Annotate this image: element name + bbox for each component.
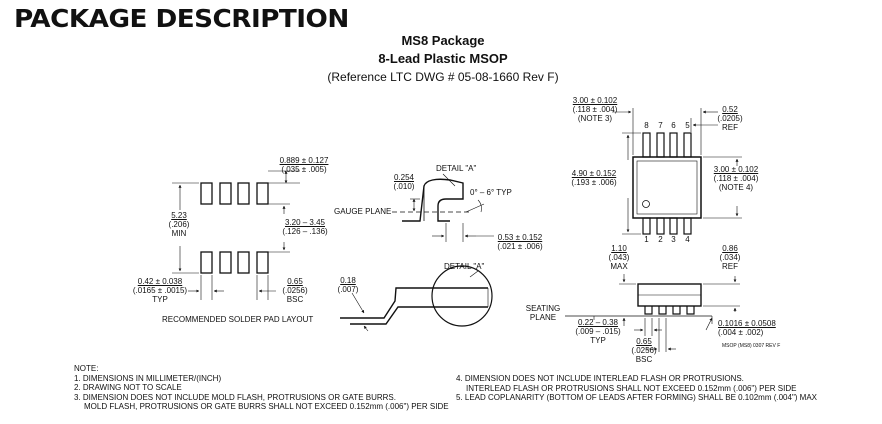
lead-thickness-mm: 0.254: [393, 173, 415, 182]
standoff-mm: 0.1016 ± 0.0508: [718, 319, 776, 328]
package-height-mm: 1.10: [611, 244, 627, 253]
lead-angle: 0° – 6° TYP: [470, 188, 512, 197]
seating-plane-label: SEATING PLANE: [520, 304, 566, 322]
body-width-dim: 3.00 ± 0.102 (.118 ± .004) (NOTE 3): [566, 96, 624, 123]
side-pitch-in: (.0256): [631, 346, 657, 355]
note-3: 3. DIMENSION DOES NOT INCLUDE MOLD FLASH…: [74, 392, 396, 402]
package-height-in: (.043): [608, 253, 630, 262]
lead-profile-view: [340, 265, 493, 332]
lead-thickness-dim: 0.254 (.010): [390, 173, 418, 191]
pad-length-mm: 0.42 ± 0.038: [137, 277, 183, 286]
pad-pitch-mm: 0.65: [287, 277, 303, 286]
body-length-dim: 4.90 ± 0.152 (.193 ± .006): [565, 169, 623, 187]
top-view: [612, 108, 742, 235]
lead-profile-mm: 0.18: [340, 276, 356, 285]
lead-width-ref-mm: 0.52: [722, 105, 738, 114]
drawing-code: MSOP (MS8) 0307 REV F: [722, 343, 781, 349]
pad-pitch-bsc: BSC: [286, 295, 304, 304]
pin-5-label: 5: [685, 121, 690, 130]
side-lead-width-dim: 0.22 – 0.38 (.009 – .015) TYP: [572, 318, 624, 345]
side-lead-width-mm: 0.22 – 0.38: [577, 318, 619, 327]
pad-span-in: (.206): [168, 220, 190, 229]
note-3-cont: MOLD FLASH, PROTRUSIONS OR GATE BURRS SH…: [84, 402, 449, 412]
side-pitch-bsc: BSC: [635, 355, 653, 364]
pin-4-label: 4: [685, 235, 690, 244]
body-height-in: (.034): [719, 253, 741, 262]
package-name: MS8 Package: [401, 33, 485, 48]
lead-width-ref-dim: 0.52 (.0205) REF: [712, 105, 748, 132]
side-view: [565, 274, 740, 352]
pad-span-mm: 5.23: [171, 211, 187, 220]
pin-6-label: 6: [671, 121, 676, 130]
pin-1-label: 1: [644, 235, 649, 244]
pad-span-dim: 5.23 (.206) MIN: [162, 211, 196, 238]
note-1: 1. DIMENSIONS IN MILLIMETER/(INCH): [74, 373, 222, 383]
foot-length-mm: 0.53 ± 0.152: [497, 233, 543, 242]
package-height-max: MAX: [610, 262, 628, 271]
page-heading: PACKAGE DESCRIPTION: [14, 4, 349, 33]
plane-label: PLANE: [529, 313, 557, 322]
detail-a-label: DETAIL "A": [436, 164, 477, 173]
lead-width-ref-in: (.0205): [717, 114, 743, 123]
note-4: 4. DIMENSION DOES NOT INCLUDE INTERLEAD …: [456, 374, 744, 383]
pad-width-mm: 0.889 ± 0.127: [279, 156, 329, 165]
row-spacing-in: (.126 – .136): [282, 227, 328, 236]
notes-right: 4. DIMENSION DOES NOT INCLUDE INTERLEAD …: [456, 374, 817, 403]
pad-length-typ: TYP: [152, 295, 168, 304]
body-width-note: (NOTE 3): [577, 114, 613, 123]
gauge-plane-label: GAUGE PLANE: [334, 207, 392, 216]
pin-3-label: 3: [671, 235, 676, 244]
body-length-in: (.193 ± .006): [571, 178, 617, 187]
side-pitch-mm: 0.65: [636, 337, 652, 346]
seating-label: SEATING: [525, 304, 561, 313]
side-width-mm: 3.00 ± 0.102: [713, 165, 759, 174]
pad-length-in: (.0165 ± .0015): [132, 286, 188, 295]
detail-a-label-2: DETAIL "A": [444, 262, 485, 271]
side-lead-width-in: (.009 – .015): [575, 327, 621, 336]
body-height-mm: 0.86: [722, 244, 738, 253]
body-width-in: (.118 ± .004): [572, 105, 618, 114]
package-height-dim: 1.10 (.043) MAX: [604, 244, 634, 271]
note-2: 2. DRAWING NOT TO SCALE: [74, 383, 182, 393]
side-pitch-dim: 0.65 (.0256) BSC: [627, 337, 661, 364]
pad-pitch-dim: 0.65 (.0256) BSC: [276, 277, 314, 304]
reference-dwg: (Reference LTC DWG # 05-08-1660 Rev F): [327, 70, 559, 84]
side-lead-width-typ: TYP: [590, 336, 606, 345]
body-length-mm: 4.90 ± 0.152: [571, 169, 617, 178]
lead-thickness-in: (.010): [393, 182, 415, 191]
standoff-in: (.004 ± .002): [718, 328, 764, 337]
body-width-mm: 3.00 ± 0.102: [572, 96, 618, 105]
pin-2-label: 2: [658, 235, 663, 244]
lead-profile-in: (.007): [337, 285, 359, 294]
solder-pad-layout: [172, 170, 300, 300]
standoff-dim: 0.1016 ± 0.0508 (.004 ± .002): [718, 319, 786, 337]
pad-span-min: MIN: [171, 229, 187, 238]
pin-7-label: 7: [658, 121, 663, 130]
row-spacing-mm: 3.20 – 3.45: [284, 218, 326, 227]
solder-pad-caption: RECOMMENDED SOLDER PAD LAYOUT: [162, 315, 314, 324]
pad-width-in: (.035 ± .005): [281, 165, 327, 174]
side-width-in: (.118 ± .004): [713, 174, 759, 183]
pad-pitch-in: (.0256): [282, 286, 308, 295]
note-4-cont: INTERLEAD FLASH OR PROTRUSIONS SHALL NOT…: [466, 383, 797, 393]
body-height-dim: 0.86 (.034) REF: [714, 244, 746, 271]
pin-8-label: 8: [644, 121, 649, 130]
note-5: 5. LEAD COPLANARITY (BOTTOM OF LEADS AFT…: [456, 393, 817, 403]
side-width-note: (NOTE 4): [718, 183, 754, 192]
pad-width-dim: 0.889 ± 0.127 (.035 ± .005): [276, 156, 332, 174]
notes-label: NOTE:: [74, 364, 99, 373]
lead-detail-view: [392, 173, 494, 242]
pad-length-dim: 0.42 ± 0.038 (.0165 ± .0015) TYP: [128, 277, 192, 304]
foot-length-in: (.021 ± .006): [497, 242, 543, 251]
lead-profile-dim: 0.18 (.007): [335, 276, 361, 294]
notes-left: NOTE: 1. DIMENSIONS IN MILLIMETER/(INCH)…: [74, 364, 449, 412]
foot-length-dim: 0.53 ± 0.152 (.021 ± .006): [491, 233, 549, 251]
body-height-ref: REF: [722, 262, 738, 271]
side-width-dim: 3.00 ± 0.102 (.118 ± .004) (NOTE 4): [707, 165, 765, 192]
row-spacing-dim: 3.20 – 3.45 (.126 – .136): [276, 218, 334, 236]
package-type: 8-Lead Plastic MSOP: [378, 51, 508, 66]
lead-width-ref-label: REF: [722, 123, 738, 132]
